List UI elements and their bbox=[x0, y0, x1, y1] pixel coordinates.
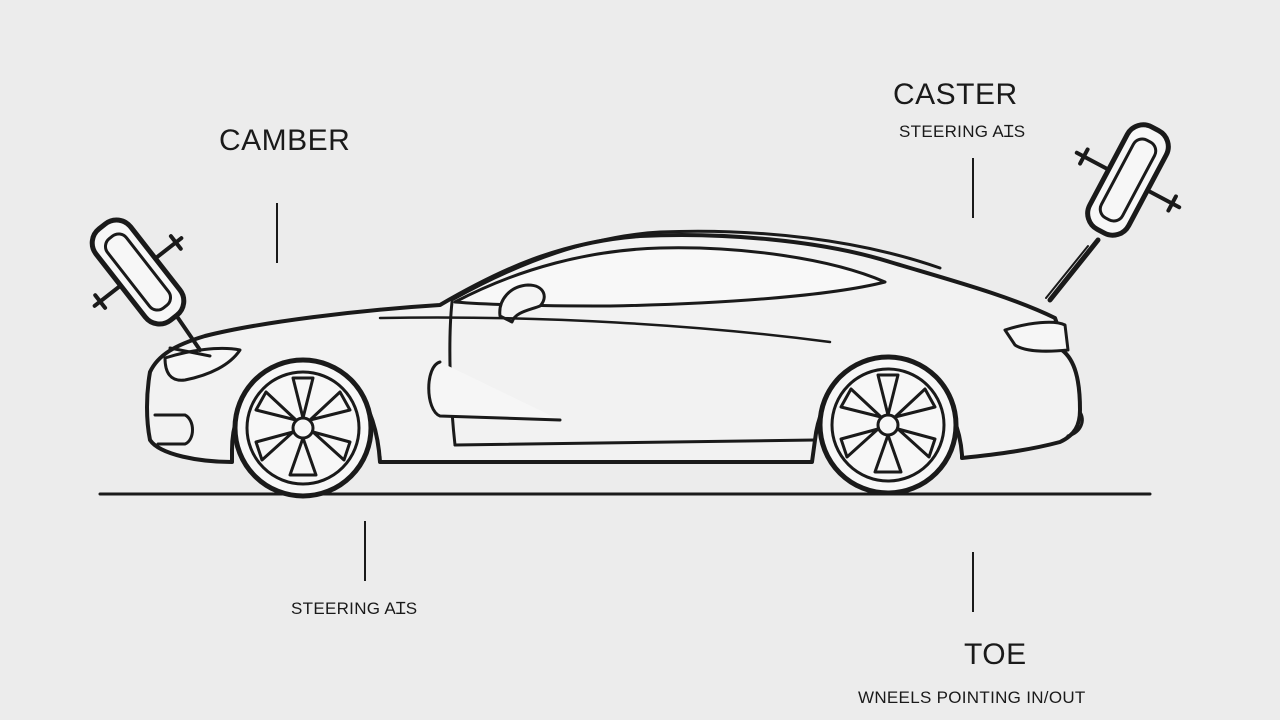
toe-label: TOE bbox=[964, 638, 1027, 671]
caster-leader-line bbox=[972, 158, 974, 218]
caster-strut-inner bbox=[1045, 245, 1089, 299]
camber-arm bbox=[176, 316, 202, 352]
headlight bbox=[163, 346, 242, 382]
caster-strut bbox=[1047, 237, 1101, 303]
toe-subtitle: WNEELS POINTING IN/OUT bbox=[858, 688, 1086, 707]
vent bbox=[427, 360, 562, 422]
side-window bbox=[453, 246, 887, 308]
shoulder-line bbox=[378, 316, 832, 344]
front-grille bbox=[153, 413, 194, 446]
caster-subtitle: STEERING AꞮS bbox=[899, 122, 1026, 141]
camber-label: CAMBER bbox=[219, 124, 351, 157]
steering-axis-leader-line bbox=[364, 521, 366, 581]
door-sill bbox=[453, 438, 817, 447]
rear-wheel bbox=[817, 354, 959, 496]
side-mirror bbox=[498, 283, 546, 324]
caster-wheel-icon bbox=[1074, 122, 1182, 238]
toe-leader-line bbox=[972, 552, 974, 612]
steering-axis-label: STEERING AꞮS bbox=[291, 599, 418, 618]
taillight bbox=[1003, 320, 1070, 353]
front-wheel bbox=[232, 357, 374, 499]
rear-bumper bbox=[1066, 410, 1084, 438]
camber-leader-line bbox=[276, 203, 278, 263]
caster-label: CASTER bbox=[893, 78, 1018, 111]
roof-line bbox=[450, 229, 942, 302]
camber-arm-end bbox=[168, 346, 212, 358]
camber-wheel-icon bbox=[89, 217, 187, 327]
